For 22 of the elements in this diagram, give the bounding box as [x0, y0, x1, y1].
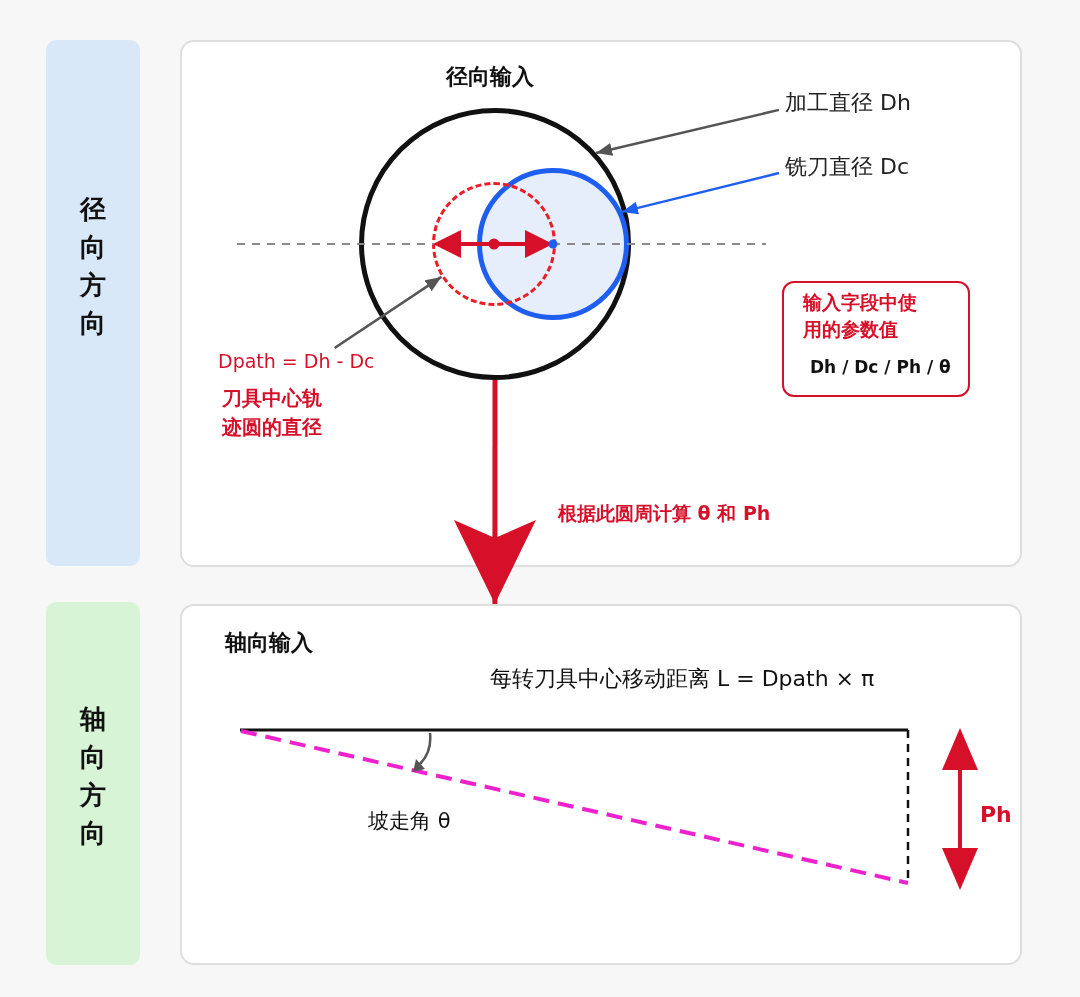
leader-line	[595, 108, 780, 156]
flow-arrow	[453, 380, 536, 604]
panel-heading: 径向输入	[446, 63, 534, 91]
leader-line	[333, 275, 443, 350]
parameter-list: Dh / Dc / Ph / θ	[810, 355, 951, 379]
leader-line	[621, 171, 780, 215]
dimension-label: Ph	[980, 801, 1012, 829]
formula-label: Dpath = Dh - Dc	[218, 349, 375, 374]
dimension-label: 每转刀具中心移动距离 L = Dpath × π	[490, 665, 875, 693]
angle-label: 坡走角 θ	[368, 808, 451, 835]
panel-heading: 轴向输入	[225, 629, 313, 657]
callout-label: 刀具中心轨迹圆的直径	[222, 385, 323, 441]
vertical-label: 轴向方向	[79, 703, 107, 850]
category-band	[46, 40, 140, 566]
vertical-label: 径向方向	[79, 193, 107, 340]
note-text: 输入字段中使用的参数值	[803, 290, 918, 342]
note-box	[782, 281, 970, 397]
panel	[180, 604, 1022, 965]
panel	[180, 40, 1022, 567]
callout-label: 铣刀直径 Dc	[779, 152, 910, 182]
category-band	[46, 602, 140, 965]
callout-label: 加工直径 Dh	[779, 88, 911, 118]
